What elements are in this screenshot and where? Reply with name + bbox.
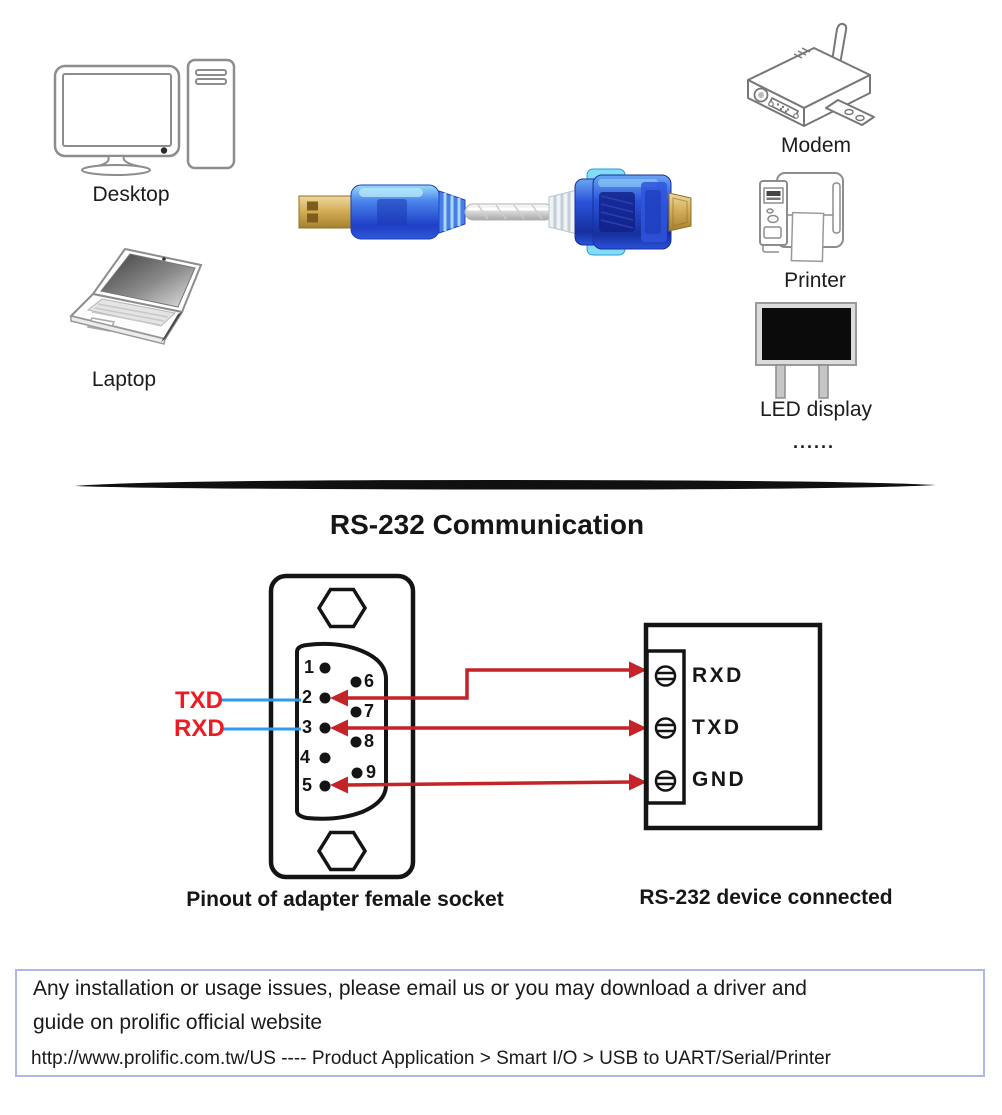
footer-line-url: http://www.prolific.com.tw/US ---- Produ… <box>31 1048 832 1069</box>
terminal-label-txd: TXD <box>692 716 742 739</box>
footer-line-2: guide on prolific official website <box>33 1011 323 1034</box>
desktop-label: Desktop <box>92 183 170 206</box>
rs232-device-box <box>643 622 823 831</box>
modem-icon <box>747 22 875 127</box>
txd-signal-label: TXD <box>175 687 223 714</box>
rxd-signal-label: RXD <box>174 715 225 742</box>
led-display-label: LED display <box>759 398 873 421</box>
section-divider <box>74 480 936 490</box>
pin-number-4: 4 <box>300 747 311 767</box>
desktop-computer-icon <box>53 58 236 176</box>
more-devices-ellipsis: ...... <box>792 432 835 452</box>
screw-hole-hexagon-bottom <box>316 830 368 872</box>
screw-hole-hexagon-top <box>316 587 368 629</box>
wire-arrowheads <box>330 661 647 794</box>
wire-pin2-to-rxd <box>346 668 631 700</box>
footer-note-box <box>15 969 985 1077</box>
footer-line-1: Any installation or usage issues, please… <box>33 977 807 1000</box>
pin-number-8: 8 <box>364 731 375 751</box>
usb-plug <box>298 195 356 229</box>
pin-number-7: 7 <box>364 701 375 721</box>
section-title: RS-232 Communication <box>329 509 645 540</box>
laptop-label: Laptop <box>91 368 157 391</box>
pin-number-5: 5 <box>302 775 313 795</box>
wire-lines <box>345 668 632 787</box>
pin-number-6: 6 <box>364 671 375 691</box>
signal-leader-lines <box>221 698 301 731</box>
socket-pin-dots <box>319 662 363 792</box>
led-display-icon <box>755 302 857 399</box>
pin-number-3: 3 <box>302 717 313 737</box>
pin-number-1: 1 <box>304 657 315 677</box>
screw-terminals <box>654 665 677 792</box>
pin-number-9: 9 <box>366 762 377 782</box>
printer-icon <box>759 172 844 263</box>
terminal-label-gnd: GND <box>692 768 747 791</box>
device-caption: RS-232 device connected <box>639 886 893 909</box>
pin-number-2: 2 <box>302 687 313 707</box>
laptop-icon <box>69 247 203 345</box>
terminal-label-rxd: RXD <box>692 664 744 687</box>
wire-pin5-to-gnd <box>345 780 632 787</box>
modem-label: Modem <box>780 134 852 157</box>
printer-label: Printer <box>784 269 846 292</box>
socket-caption: Pinout of adapter female socket <box>186 888 504 911</box>
usb-to-serial-cable-image <box>298 168 692 256</box>
